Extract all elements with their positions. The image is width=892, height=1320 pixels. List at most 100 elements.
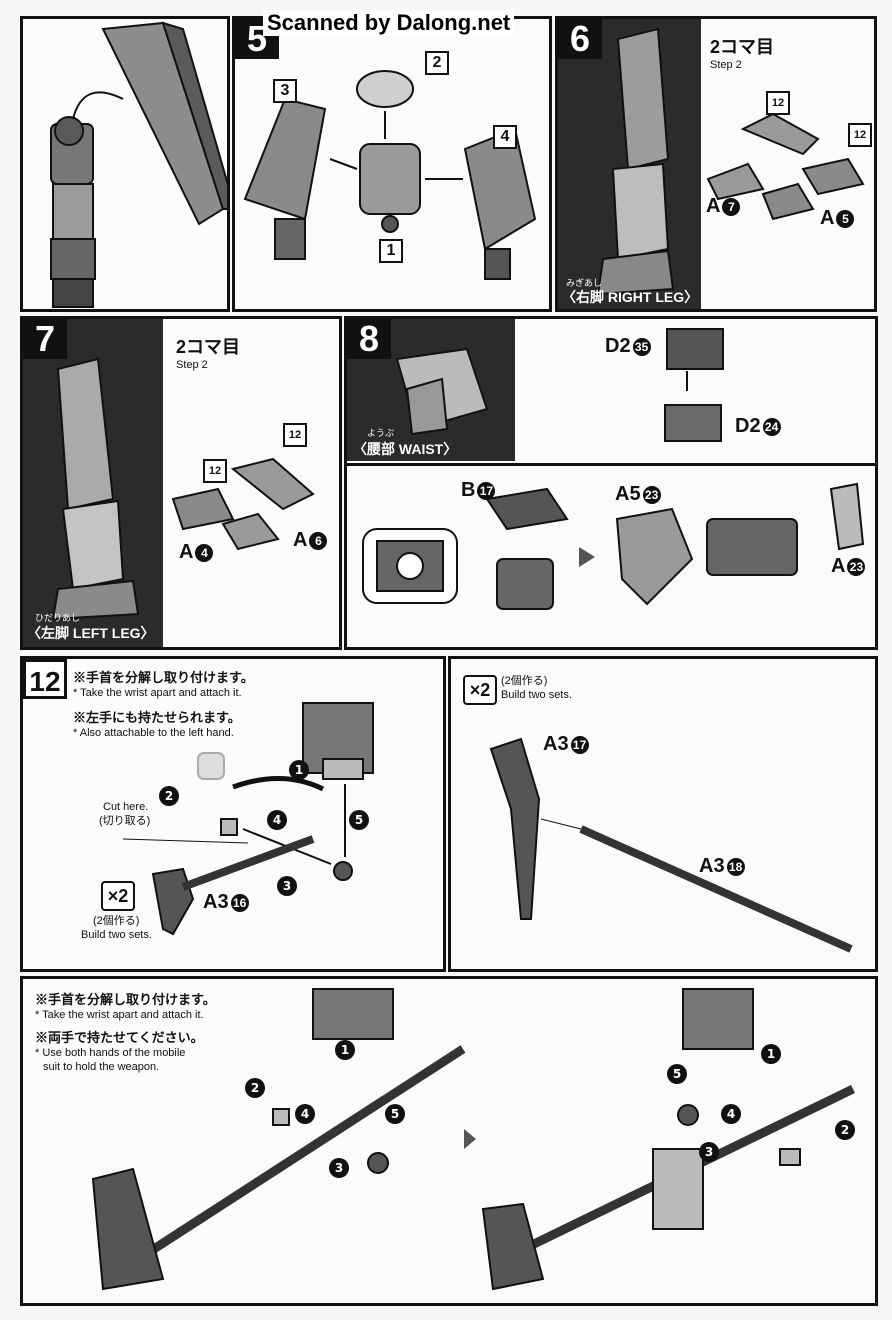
two-handed-grip-illustration xyxy=(91,988,855,1291)
step-circle: 3 xyxy=(699,1142,719,1162)
part-letter: A5 xyxy=(615,483,641,505)
step-marker-3: 3 xyxy=(277,875,297,896)
caption-left-leg: 〈左脚 LEFT LEG〉 xyxy=(27,623,155,643)
step-marker-1-right: 1 xyxy=(761,1043,781,1064)
caption-jp: 〈右脚 xyxy=(562,289,604,305)
note-2-jp: ※左手にも持たせられます。 xyxy=(73,710,241,725)
caption-right-leg: 〈右脚 RIGHT LEG〉 xyxy=(562,287,698,307)
note-1-en: * Take the wrist apart and attach it. xyxy=(35,1009,204,1021)
part-letter: A xyxy=(179,541,194,563)
right-leg-parts-illustration xyxy=(706,112,865,221)
step-circle: 4 xyxy=(267,810,287,830)
panel-divider xyxy=(347,463,875,466)
part-circle-number: 23 xyxy=(642,485,661,504)
cut-here-en: Cut here. xyxy=(103,801,149,813)
cut-here-jp: (切り取る) xyxy=(99,815,151,827)
panel-leg-assembly-continued xyxy=(20,16,230,312)
part-circle-number: 6 xyxy=(309,531,328,550)
right-leg-illustration xyxy=(596,27,675,296)
step-number: 7 xyxy=(23,319,67,359)
leg-assembly-illustration xyxy=(50,21,227,308)
step-marker-1: 1 xyxy=(335,1039,355,1060)
build-two-en: Build two sets. xyxy=(81,929,152,941)
caption-en: WAIST〉 xyxy=(398,441,458,457)
step-number: 12 xyxy=(23,659,67,699)
part-letter: A xyxy=(820,207,835,229)
caption-jp: 〈左脚 xyxy=(27,625,69,641)
step-number: 8 xyxy=(347,319,391,359)
part-circle-number: 17 xyxy=(477,481,496,500)
part-circle-number: 24 xyxy=(762,417,781,436)
step-badge-en: Step 2 xyxy=(710,59,742,71)
part-letter: A3 xyxy=(699,855,725,877)
runner-count-tag: 12 xyxy=(283,423,307,447)
part-letter: A xyxy=(293,529,308,551)
note-2-en-1: * Use both hands of the mobile xyxy=(35,1047,186,1059)
step-marker-5: 5 xyxy=(385,1103,405,1124)
note-1-en: * Take the wrist apart and attach it. xyxy=(73,687,242,699)
step-marker-3-right: 3 xyxy=(699,1141,719,1162)
build-two-badge: ×2 xyxy=(101,881,135,911)
step-circle: 3 xyxy=(329,1158,349,1178)
part-circle-number: 35 xyxy=(632,337,651,356)
runner-count-tag-2: 12 xyxy=(848,123,872,147)
step-marker-4-right: 4 xyxy=(721,1103,741,1124)
step-marker-1: 1 xyxy=(289,759,309,780)
part-number-3: 3 xyxy=(273,79,297,103)
left-leg-photo-bg xyxy=(23,319,163,647)
part-number-4: 4 xyxy=(493,125,517,149)
step-circle: 2 xyxy=(835,1120,855,1140)
caption-ruby: ようぶ xyxy=(367,428,395,438)
runner-count-tag-2: 12 xyxy=(203,459,227,483)
note-1-jp: ※手首を分解し取り付けます。 xyxy=(35,992,216,1007)
part-circle-number: 17 xyxy=(570,735,589,754)
step-circle: 4 xyxy=(295,1104,315,1124)
step-circle: 5 xyxy=(385,1104,405,1124)
step-2-badge: 2コマ目 Step 2 xyxy=(176,333,240,371)
panel-step-5: 5 2 3 4 1 xyxy=(232,16,552,312)
part-letter: D2 xyxy=(605,335,631,357)
step-2-badge: 2コマ目 Step 2 xyxy=(710,33,774,71)
step-circle: 2 xyxy=(159,786,179,806)
caption-en: LEFT LEG〉 xyxy=(72,625,155,641)
part-circle-number: 7 xyxy=(722,197,741,216)
part-letter: D2 xyxy=(735,415,761,437)
part-circle-number: 4 xyxy=(195,543,214,562)
step-marker-4: 4 xyxy=(295,1103,315,1124)
step-circle: 5 xyxy=(349,810,369,830)
step-badge-jp: 2コマ目 xyxy=(176,337,241,357)
step-marker-5-right: 5 xyxy=(667,1063,687,1084)
part-letter: A3 xyxy=(203,891,229,913)
waist-parts-illustration xyxy=(362,328,865,610)
torso-assembly-illustration xyxy=(243,70,537,280)
note-1-jp: ※手首を分解し取り付けます。 xyxy=(73,670,254,685)
step-marker-5: 5 xyxy=(349,809,369,830)
build-two-badge: ×2 xyxy=(463,675,497,705)
step-marker-4: 4 xyxy=(267,809,287,830)
caption-ruby: ひだりあし xyxy=(35,613,81,623)
weapon-illustration xyxy=(489,737,853,953)
panel-two-handed-grip: ※手首を分解し取り付けます。 * Take the wrist apart an… xyxy=(20,976,878,1306)
step-circle: 4 xyxy=(721,1104,741,1124)
note-2-jp: ※両手で持たせてください。 xyxy=(35,1030,204,1045)
build-two-en: Build two sets. xyxy=(501,689,572,701)
note-2-en-2: suit to hold the weapon. xyxy=(43,1061,160,1073)
left-leg-parts-illustration xyxy=(171,457,315,551)
part-letter: A3 xyxy=(543,733,569,755)
hand-weapon-illustration xyxy=(122,702,374,936)
step-marker-2-right: 2 xyxy=(835,1119,855,1140)
